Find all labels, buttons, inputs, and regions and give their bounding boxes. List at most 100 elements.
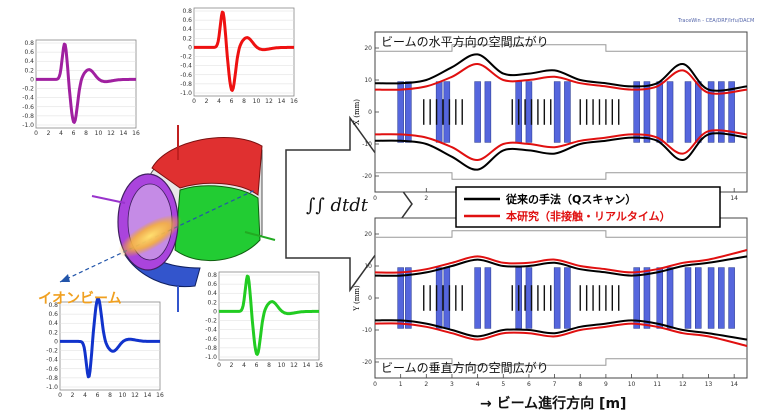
quadrupole-element: [684, 267, 692, 329]
pickup-x-tick: 2: [71, 392, 75, 399]
pickup-y-tick: 0.2: [48, 329, 58, 336]
quadrupole-element: [684, 81, 692, 143]
pickup-y-tick: -1.0: [22, 122, 34, 129]
pickup-y-tick: 0.6: [48, 311, 58, 318]
pickup-x-tick: 2: [230, 362, 234, 369]
aperture-upper: [375, 230, 747, 238]
envelope-line-conventional-lower: [374, 319, 748, 341]
pickup-y-tick: 0.8: [24, 40, 34, 47]
pickup-x-tick: 4: [59, 130, 63, 137]
pickup-x-tick: 12: [107, 130, 115, 137]
pickup-x-tick: 12: [265, 98, 273, 105]
pickup-x-tick: 2: [47, 130, 51, 137]
pickup-x-tick: 4: [83, 392, 87, 399]
pickup-y-tick: -0.4: [46, 357, 58, 364]
quadrupole-element: [397, 267, 404, 329]
x-tick-label: 7: [553, 381, 557, 388]
quadrupole-element: [484, 267, 492, 329]
quadrupole-element: [728, 267, 735, 329]
y-tick-label: 0: [368, 109, 372, 116]
y-tick-label: -20: [362, 359, 372, 366]
y-tick-label: 10: [364, 263, 372, 270]
x-tick-label: 14: [730, 195, 738, 202]
quadrupole-element: [553, 267, 561, 329]
pickup-x-tick: 16: [315, 362, 323, 369]
pickup-y-tick: -1.0: [180, 90, 192, 97]
y-tick-label: 0: [368, 295, 372, 302]
pickup-x-tick: 6: [72, 130, 76, 137]
aperture-upper: [375, 44, 747, 52]
envelope-line-conventional-lower: [374, 132, 748, 171]
x-tick-label: 0: [373, 195, 377, 202]
pickup-x-tick: 8: [108, 392, 112, 399]
pickup-x-tick: 16: [290, 98, 298, 105]
pickup-x-tick: 0: [192, 98, 196, 105]
y-tick-label: -10: [362, 141, 372, 148]
pickup-waveform-red: [193, 10, 295, 92]
pickup-x-tick: 6: [96, 392, 100, 399]
integral-expression: ∫∫ dtdt: [306, 195, 369, 216]
pickup-x-tick: 12: [131, 392, 139, 399]
pickup-y-tick: 0: [30, 76, 34, 83]
y-axis-label: X (mm): [353, 99, 361, 125]
quadrupole-element: [666, 81, 674, 143]
aperture-lower: [375, 358, 747, 366]
x-tick-label: 10: [628, 381, 636, 388]
purple-feedthrough: [91, 195, 126, 204]
envelope-line-this-study-lower: [374, 129, 748, 161]
quadrupole-element: [718, 267, 725, 329]
pickup-y-tick: -0.2: [180, 54, 192, 61]
pickup-x-tick: 4: [217, 98, 221, 105]
x-tick-label: 9: [604, 381, 608, 388]
quadrupole-element: [484, 81, 492, 143]
green-feedthrough: [244, 231, 276, 241]
pickup-x-tick: 4: [242, 362, 246, 369]
quadrupole-element: [707, 81, 715, 143]
pickup-frame: [59, 301, 161, 391]
pickup-x-tick: 14: [120, 130, 128, 137]
pickup-y-tick: -0.4: [22, 95, 34, 102]
pickup-x-tick: 12: [290, 362, 298, 369]
pickup-y-tick: -0.6: [46, 366, 58, 373]
pickup-x-tick: 2: [205, 98, 209, 105]
pickup-y-tick: -0.8: [180, 81, 192, 88]
x-tick-label: 12: [679, 381, 687, 388]
x-tick-label: 2: [424, 381, 428, 388]
quadrupole-element: [564, 81, 571, 143]
pickup-x-tick: 10: [119, 392, 127, 399]
pickup-x-tick: 0: [217, 362, 221, 369]
envelope-line-conventional-upper: [374, 53, 748, 92]
quadrupole-element: [707, 267, 715, 329]
envelope-line-conventional-upper: [374, 255, 748, 277]
pickup-x-tick: 0: [34, 130, 38, 137]
x-tick-label: 5: [501, 381, 505, 388]
pickup-y-tick: -0.2: [22, 86, 34, 93]
pickup-y-tick: -1.0: [205, 354, 217, 361]
quadrupole-element: [695, 81, 702, 143]
pickup-y-tick: 0.6: [182, 17, 192, 24]
pickup-x-tick: 6: [255, 362, 259, 369]
x-tick-label: 13: [705, 381, 713, 388]
pickup-y-tick: 0.8: [48, 302, 58, 309]
pickup-x-tick: 14: [303, 362, 311, 369]
pickup-x-tick: 14: [144, 392, 152, 399]
pickup-y-tick: 0: [213, 308, 217, 315]
quadrupole-element: [564, 267, 571, 329]
electrode-cylinder-illustration: [59, 125, 276, 312]
pickup-waveform-green: [218, 274, 320, 356]
ion-beam-label: イオンビーム: [38, 291, 122, 307]
x-tick-label: 3: [450, 381, 454, 388]
pickup-y-tick: -0.8: [46, 375, 58, 382]
pickup-y-tick: 0.8: [207, 272, 217, 279]
pickup-y-tick: 0.2: [207, 299, 217, 306]
quadrupole-element: [474, 81, 481, 143]
pickup-y-tick: -0.6: [180, 72, 192, 79]
pickup-y-tick: -0.4: [180, 63, 192, 70]
plot-title: ビームの垂直方向の空間広がり: [381, 360, 549, 375]
quadrupole-element: [397, 81, 404, 143]
x-tick-label: 11: [653, 381, 661, 388]
